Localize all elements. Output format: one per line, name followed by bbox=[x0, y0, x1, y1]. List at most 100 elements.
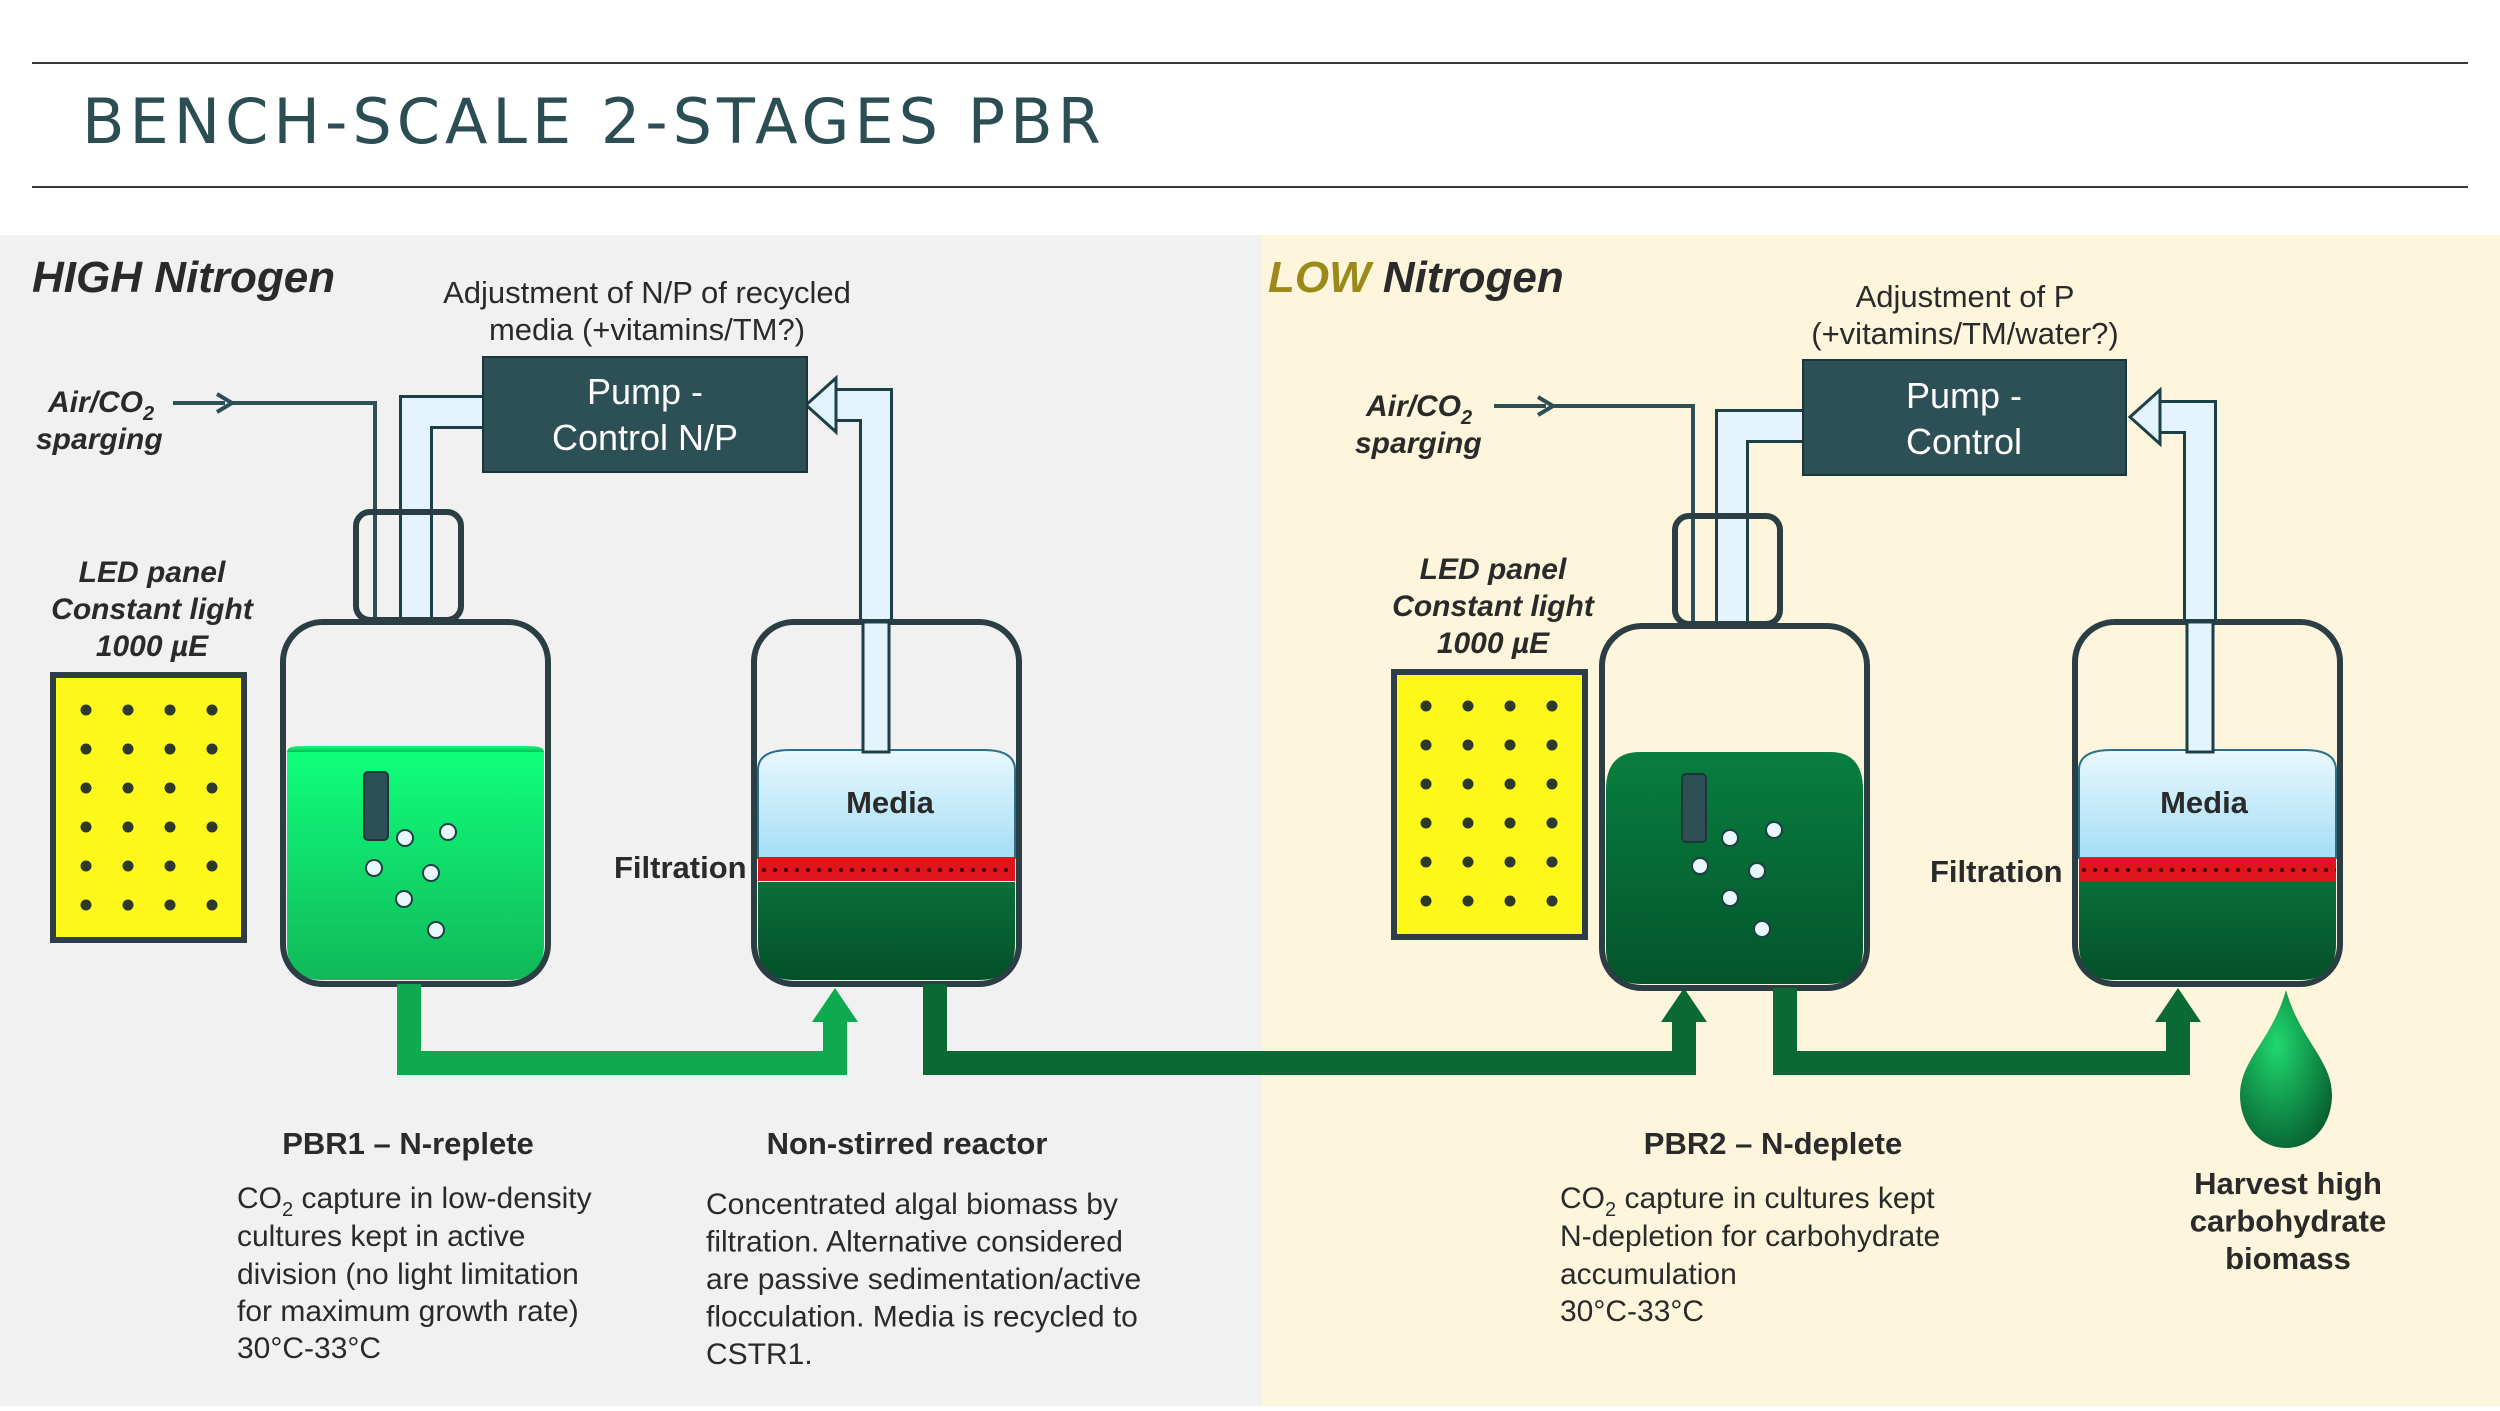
low-pump-box bbox=[1802, 359, 2127, 476]
high-pump-box bbox=[482, 356, 808, 473]
ns-reactor1-biomass bbox=[758, 882, 1015, 980]
led-dot bbox=[80, 821, 92, 833]
nonstirred-title: Non-stirred reactor bbox=[767, 1126, 1048, 1161]
pbr2-vessel bbox=[1599, 623, 1870, 991]
led-dot bbox=[1504, 700, 1516, 712]
led-dot bbox=[1462, 700, 1474, 712]
nonstirred-desc-line-2: filtration. Alternative considered bbox=[706, 1226, 1123, 1259]
pbr2-bubbles bbox=[1691, 821, 1783, 938]
led-dot bbox=[164, 899, 176, 911]
led-dot bbox=[122, 821, 134, 833]
pbr2-culture bbox=[1606, 752, 1863, 984]
ns-reactor2-media-label: Media bbox=[2160, 785, 2249, 820]
low-air-label-line1: Air/CO2 bbox=[1365, 390, 1472, 429]
high-air-label-line2: sparging bbox=[36, 423, 163, 456]
low-accent-word: LOW bbox=[1268, 253, 1374, 302]
ns-reactor2-recycle-tube bbox=[2185, 620, 2215, 754]
led-dot bbox=[1420, 895, 1432, 907]
pbr1-bubbles bbox=[365, 823, 457, 939]
led-dot bbox=[164, 704, 176, 716]
pbr1-title: PBR1 – N-replete bbox=[282, 1126, 534, 1161]
led-dot bbox=[1462, 739, 1474, 751]
led-dot bbox=[80, 860, 92, 872]
led-dot bbox=[1462, 895, 1474, 907]
nonstirred-desc: Concentrated algal biomass by filtration.… bbox=[706, 1188, 1141, 1371]
led-dot bbox=[122, 782, 134, 794]
led-dot bbox=[206, 899, 218, 911]
led-dot bbox=[1546, 817, 1558, 829]
led-dot bbox=[1420, 817, 1432, 829]
ns-reactor1-media-label: Media bbox=[846, 785, 935, 820]
led-dot bbox=[1504, 895, 1516, 907]
led-dot bbox=[1546, 856, 1558, 868]
nonstirred-desc-line-5: CSTR1. bbox=[706, 1338, 813, 1371]
high-adjust-line1: Adjustment of N/P of recycled bbox=[443, 275, 851, 310]
led-dot bbox=[206, 782, 218, 794]
pbr2-desc-line3: accumulation bbox=[1560, 1258, 1737, 1291]
pbr2-desc-line4: 30°C-33°C bbox=[1560, 1295, 1704, 1328]
low-feed-pipe bbox=[1718, 412, 1808, 672]
harvest-label-line-3: biomass bbox=[2225, 1241, 2351, 1276]
high-feed-pipe bbox=[402, 398, 485, 670]
harvest-label-line-1: Harvest high bbox=[2194, 1166, 2382, 1201]
high-adjust-line2: media (+vitamins/TM?) bbox=[489, 312, 805, 347]
led-dot bbox=[1504, 739, 1516, 751]
led-dot bbox=[1546, 895, 1558, 907]
low-title-rest: Nitrogen bbox=[1371, 253, 1564, 302]
low-filtration-label: Filtration bbox=[1930, 854, 2063, 889]
pbr1-desc-line3: division (no light limitation bbox=[237, 1258, 579, 1291]
high-recycle-arrowhead bbox=[803, 374, 838, 436]
led-dot bbox=[1546, 778, 1558, 790]
led-dot bbox=[1420, 739, 1432, 751]
led-dot bbox=[1462, 778, 1474, 790]
ns-reactor2-biomass bbox=[2079, 882, 2336, 980]
pbr2-to-reactor-pipe bbox=[1773, 988, 2190, 1075]
led-dot bbox=[1420, 856, 1432, 868]
low-pump-line2: Control bbox=[1906, 421, 2022, 462]
nonstirred-desc-line-4: flocculation. Media is recycled to bbox=[706, 1301, 1138, 1334]
low-led-panel bbox=[1391, 669, 1588, 940]
high-filtration-label: Filtration bbox=[614, 850, 747, 885]
pbr2-desc-line1: CO2 capture in cultures kept bbox=[1560, 1182, 1935, 1221]
ns-reactor2-media bbox=[2078, 749, 2337, 859]
led-dot bbox=[1546, 739, 1558, 751]
led-dot bbox=[122, 743, 134, 755]
reactor-to-pbr2-pipe bbox=[923, 984, 1696, 1075]
pbr1-to-reactor-pipe bbox=[397, 984, 847, 1075]
led-dot bbox=[1420, 700, 1432, 712]
harvest-drop-icon bbox=[2240, 990, 2332, 1148]
ns-reactor1-media bbox=[757, 749, 1016, 859]
led-dot bbox=[1504, 778, 1516, 790]
high-led-line1: LED panel bbox=[79, 556, 226, 589]
low-pump-line1: Pump - bbox=[1906, 375, 2022, 416]
low-adjust-line1: Adjustment of P bbox=[1856, 279, 2075, 314]
led-dot bbox=[206, 743, 218, 755]
led-dot bbox=[1462, 856, 1474, 868]
low-led-line2: Constant light bbox=[1392, 590, 1596, 623]
led-dot bbox=[206, 821, 218, 833]
page-title: BENCH-SCALE 2-STAGES PBR bbox=[82, 85, 1106, 158]
pbr1-culture bbox=[287, 752, 544, 980]
led-dot bbox=[80, 782, 92, 794]
pbr1-sparger bbox=[363, 771, 389, 841]
low-led-line3: 1000 µE bbox=[1437, 627, 1550, 660]
led-dot bbox=[164, 743, 176, 755]
nonstirred-desc-line-1: Concentrated algal biomass by bbox=[706, 1188, 1118, 1221]
low-adjust-line2: (+vitamins/TM/water?) bbox=[1811, 316, 2118, 351]
pbr1-desc-line5: 30°C-33°C bbox=[237, 1332, 381, 1365]
high-air-label-line1: Air/CO2 bbox=[47, 386, 154, 425]
high-led-line3: 1000 µE bbox=[96, 630, 209, 663]
led-dot bbox=[206, 704, 218, 716]
high-led-panel bbox=[50, 672, 247, 943]
led-dot bbox=[122, 860, 134, 872]
led-dot bbox=[122, 899, 134, 911]
low-nitrogen-title: LOW Nitrogen bbox=[1268, 253, 1564, 302]
led-dot bbox=[1546, 700, 1558, 712]
led-dot bbox=[80, 743, 92, 755]
high-led-line2: Constant light bbox=[51, 593, 255, 626]
ns-reactor1-recycle-tube bbox=[861, 620, 891, 754]
led-dot bbox=[1504, 817, 1516, 829]
pbr2-sparger bbox=[1681, 773, 1707, 843]
